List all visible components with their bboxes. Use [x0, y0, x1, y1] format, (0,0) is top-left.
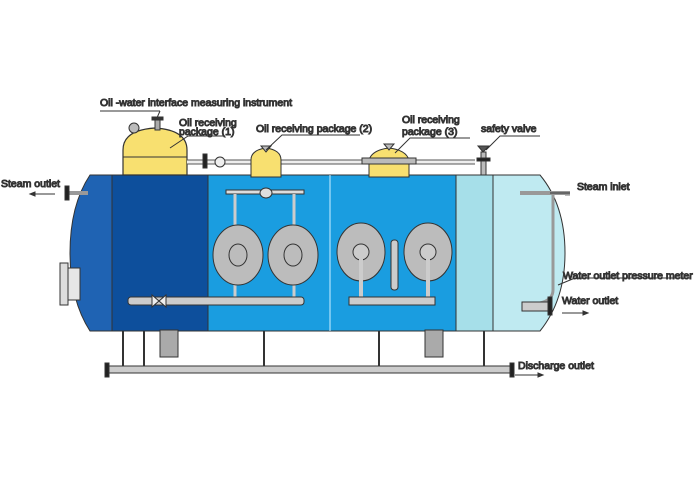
steam-outlet-pipe	[64, 185, 88, 201]
label-steam-inlet: Steam inlet	[577, 181, 630, 193]
leader-lines	[100, 110, 690, 286]
oil-receiving-package-1	[122, 116, 188, 176]
label-safety-valve: safety valve	[481, 123, 537, 135]
separator-units	[127, 187, 453, 309]
safety-valve	[476, 145, 491, 176]
label-water-outlet-pressure-meter: Water outlet pressure meter	[563, 270, 693, 282]
label-interface-instrument: Oil -water interface measuring instrumen…	[100, 97, 292, 109]
flow-arrows	[28, 191, 590, 378]
label-oil-package-3-line1: Oil receiving	[402, 114, 460, 126]
bottom-piping	[104, 329, 515, 378]
label-oil-package-1-line1: Oil receiving	[179, 117, 237, 129]
oil-receiving-package-2	[250, 145, 282, 178]
valve-icon	[214, 156, 226, 168]
label-water-outlet: Water outlet	[562, 295, 618, 307]
label-oil-package-2: Oil receiving package (2)	[256, 123, 372, 135]
label-steam-outlet: Steam outlet	[1, 178, 60, 190]
label-oil-package-1-line2: package (1)	[179, 126, 234, 138]
flange	[202, 153, 208, 169]
label-discharge-outlet: Discharge outlet	[518, 360, 594, 372]
label-oil-package-3-line2: package (3)	[402, 126, 457, 138]
oil-receiving-package-3	[361, 143, 417, 178]
manhole	[59, 262, 81, 306]
